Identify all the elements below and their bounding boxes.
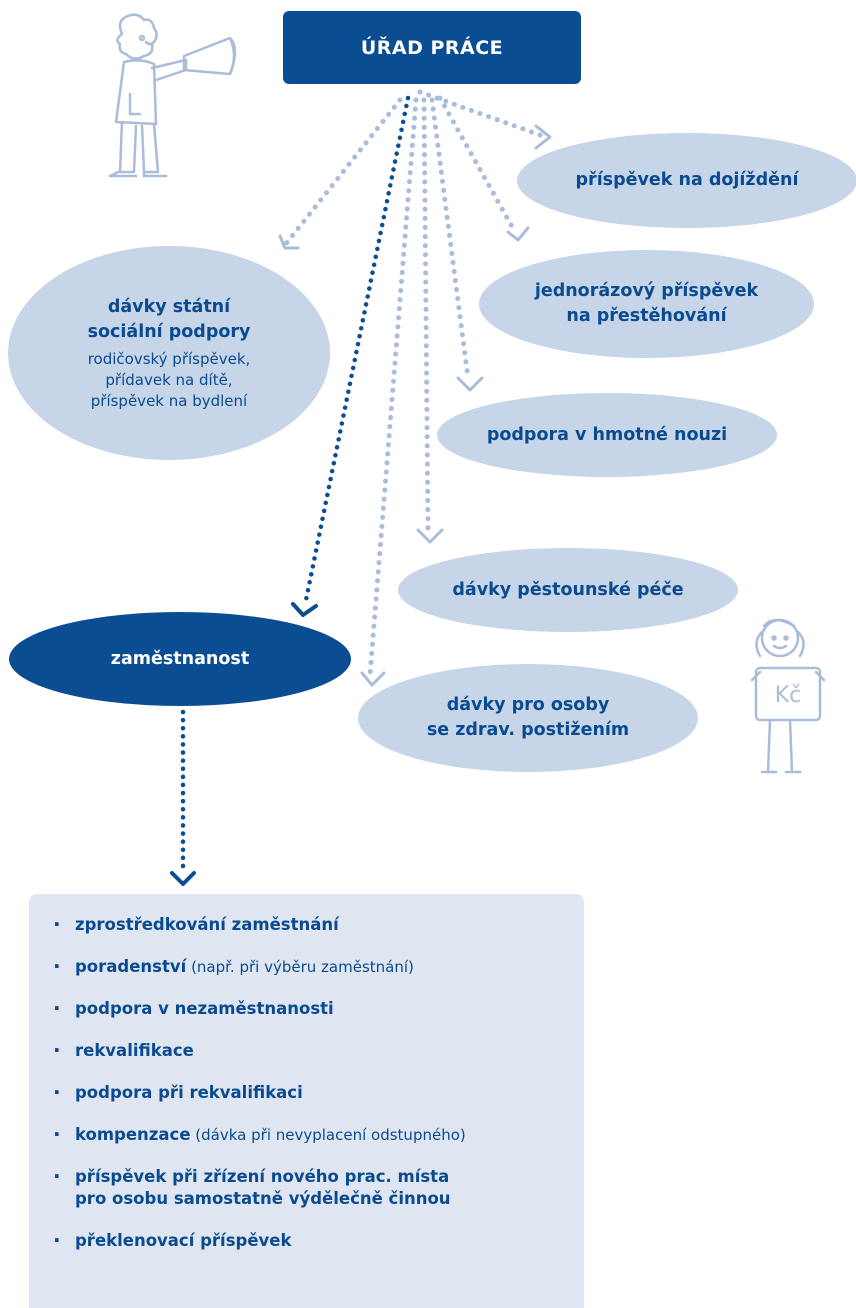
employment-services-list: zprostředkování zaměstnání poradenství (… [29,894,584,1308]
money-sign-text: Kč [775,683,802,708]
arrowhead-dojizdeni [534,124,552,150]
item-text: poradenství [75,957,187,976]
arrowhead-list [170,871,196,886]
item-text: zprostředkování zaměstnání [75,915,339,934]
connector-to-prestehovani [437,95,518,235]
item-note: (dávka při nevyplacení odstupného) [190,1126,466,1144]
node-label: příspěvek na dojíždění [575,170,799,190]
connector-to-pestoun [421,97,431,533]
title-box: ÚŘAD PRÁCE [283,11,581,84]
node-label-line2: se zdrav. postižením [426,720,630,740]
arrowhead-pestoun [416,528,444,544]
list-item: podpora při rekvalifikaci [49,1081,584,1104]
item-text: kompenzace [75,1125,191,1144]
arrowhead-prestehovani [506,226,530,242]
node-label: dávky pěstounské péče [452,579,684,600]
arrowhead-nouze [456,376,484,392]
node-jednorazovy-prispevek: jednorázový příspěvek na přestěhování [479,250,814,358]
node-zamestnanost: zaměstnanost [9,612,351,706]
node-label-line2: na přestěhování [566,306,727,326]
node-davky-statni-socialni-podpory: dávky státní sociální podpory rodičovský… [8,246,330,460]
list-item: rekvalifikace [49,1039,584,1062]
node-label-line2: sociální podpory [87,321,251,342]
node-davky-osoby-zdrav-postizeni: dávky pro osoby se zdrav. postižením [358,664,698,772]
item-text: podpora při rekvalifikaci [75,1083,303,1102]
page-title: ÚŘAD PRÁCE [360,36,504,59]
list-item: zprostředkování zaměstnání [49,913,584,936]
node-label-line1: dávky státní [107,296,231,317]
node-sub-line3: příspěvek na bydlení [90,391,248,410]
list-item: podpora v nezaměstnanosti [49,997,584,1020]
connector-to-zamestnanost [302,95,411,608]
node-label: zaměstnanost [110,648,250,669]
person-holding-kc-sign-icon: Kč [750,618,826,774]
item-note: (např. při výběru zaměstnání) [186,958,414,976]
node-label: podpora v hmotné nouzi [486,424,728,445]
arrowhead-socialni [278,234,300,250]
node-sub-line2: přídavek na dítě, [105,370,233,389]
node-prispevek-dojizdeni: příspěvek na dojíždění [517,133,856,228]
arrowhead-postizeni [360,671,386,687]
node-label-line1: jednorázový příspěvek [534,281,759,301]
list-item: překlenovací příspěvek [49,1229,584,1252]
item-text: překlenovací příspěvek [75,1231,292,1250]
list-item: příspěvek při zřízení nového prac. místa… [49,1165,584,1210]
item-text-line2: pro osobu samostatně výdělečně činnou [75,1189,451,1208]
connector-to-socialni [282,97,403,248]
item-text: rekvalifikace [75,1041,194,1060]
node-podpora-hmotne-nouzi: podpora v hmotné nouzi [437,393,777,477]
list-item: poradenství (např. při výběru zaměstnání… [49,955,584,978]
item-text: příspěvek při zřízení nového prac. místa [75,1167,450,1186]
services-list: zprostředkování zaměstnání poradenství (… [29,894,584,1252]
node-label-line1: dávky pro osoby [446,695,610,715]
person-with-megaphone-icon [108,13,237,178]
list-item: kompenzace (dávka při nevyplacení odstup… [49,1123,584,1146]
node-davky-pestounske-pece: dávky pěstounské péče [398,548,738,632]
connector-to-postizeni [367,97,419,678]
connector-to-nouze [429,97,471,381]
connector-to-dojizdeni [417,89,543,138]
node-sub-line1: rodičovský příspěvek, [87,349,251,368]
item-text: podpora v nezaměstnanosti [75,999,334,1018]
arrowhead-zamestnanost [291,602,318,617]
